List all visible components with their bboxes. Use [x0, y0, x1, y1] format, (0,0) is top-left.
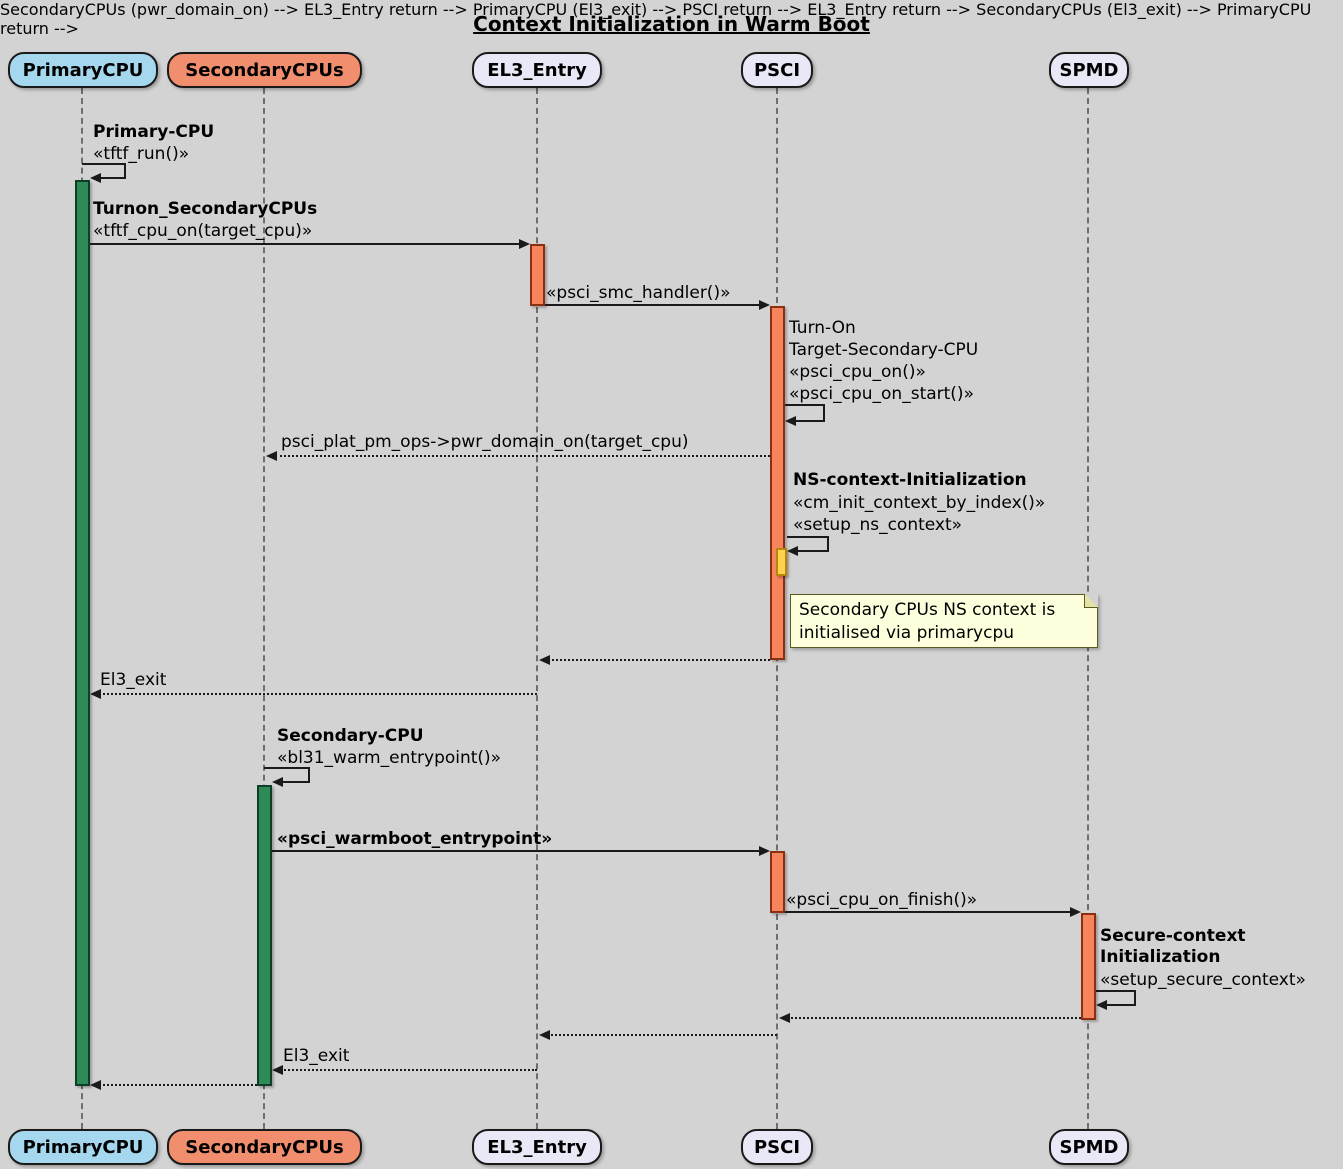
message-psci-cpu-on-finish-line — [785, 911, 1071, 913]
message-tftf-cpu-on-arrowhead-icon — [519, 239, 530, 249]
message-bl31-warm-entrypoint-title: Secondary-CPU — [277, 726, 424, 746]
note-ns-context: Secondary CPUs NS context is initialised… — [790, 594, 1098, 648]
participant-primarycpu-bottom: PrimaryCPU — [8, 1129, 158, 1165]
note-line2: initialised via primarycpu — [799, 623, 1015, 643]
activation-psci-2 — [770, 851, 785, 913]
participant-psci-bottom: PSCI — [741, 1129, 813, 1165]
message-el3-exit-primary-arrowhead-icon — [90, 689, 101, 699]
message-setup-secure-context-line-top — [1096, 990, 1136, 992]
message-psci-cpu-on-line-side — [823, 404, 825, 422]
message-setup-secure-context-line-bottom — [1105, 1004, 1136, 1006]
message-psci-smc-handler-line — [545, 304, 760, 306]
message-tftf-cpu-on-label: «tftf_cpu_on(target_cpu)» — [93, 221, 313, 241]
participant-el3-entry-bottom: EL3_Entry — [472, 1129, 602, 1165]
message-ns-context-init-line-side — [827, 536, 829, 552]
message-psci-cpu-on-finish-arrowhead-icon — [1070, 907, 1081, 917]
participant-primarycpu-top: PrimaryCPU — [8, 52, 158, 88]
message-psci-smc-handler-label: «psci_smc_handler()» — [546, 283, 731, 303]
message-el3-exit-secondary-line — [281, 1069, 537, 1071]
message-ns-context-init-line-top — [787, 536, 829, 538]
note-line1: Secondary CPUs NS context is — [799, 600, 1056, 620]
message-setup-secure-context-arrowhead-icon — [1096, 1000, 1107, 1010]
message-return-spmd-to-psci-line — [788, 1017, 1081, 1019]
message-psci-cpu-on-line1: Turn-On — [789, 318, 856, 338]
message-psci-cpu-on-line4: «psci_cpu_on_start()» — [789, 384, 974, 404]
message-tftf-run-arrowhead-icon — [90, 173, 101, 183]
message-pwr-domain-on-arrowhead-icon — [266, 451, 277, 461]
participant-spmd-bottom: SPMD — [1049, 1129, 1129, 1165]
lifeline-secondarycpus — [263, 88, 265, 1129]
activation-psci-ns-context — [776, 548, 787, 576]
message-return-psci-to-el3-2-line — [548, 1034, 777, 1036]
message-ns-context-init-line-bottom — [796, 550, 829, 552]
participant-secondarycpus-bottom: SecondaryCPUs — [167, 1129, 362, 1165]
message-el3-exit-primary-label: El3_exit — [100, 670, 167, 690]
message-tftf-run-label: «tftf_run()» — [93, 144, 190, 164]
message-psci-warmboot-entrypoint-line — [272, 850, 760, 852]
message-setup-secure-context-label: «setup_secure_context» — [1100, 970, 1306, 990]
participant-secondarycpus-top: SecondaryCPUs — [167, 52, 362, 88]
message-setup-secure-context-title1: Secure-context — [1100, 926, 1246, 946]
message-psci-cpu-on-finish-label: «psci_cpu_on_finish()» — [786, 890, 978, 910]
message-tftf-cpu-on-line — [90, 243, 521, 245]
message-return-secondary-to-primary-line — [99, 1084, 257, 1086]
message-psci-warmboot-entrypoint-arrowhead-icon — [759, 846, 770, 856]
message-return-psci-to-el3-arrowhead-icon — [539, 655, 550, 665]
activation-psci-1 — [770, 306, 785, 660]
activation-secondarycpus — [257, 785, 272, 1086]
message-psci-cpu-on-line-top — [785, 404, 825, 406]
message-bl31-warm-entrypoint-label: «bl31_warm_entrypoint()» — [277, 748, 502, 768]
lifeline-el3-entry — [536, 88, 538, 1129]
diagram-title: Context Initialization in Warm Boot — [473, 12, 870, 36]
message-tftf-run-line-top — [82, 163, 126, 165]
participant-psci-top: PSCI — [741, 52, 813, 88]
message-setup-secure-context-line-side — [1134, 990, 1136, 1006]
message-pwr-domain-on-line — [275, 455, 770, 457]
message-tftf-run-line-bottom — [99, 177, 126, 179]
activation-spmd — [1081, 913, 1096, 1020]
message-return-psci-to-el3-line — [548, 659, 770, 661]
message-psci-cpu-on-arrowhead-icon — [785, 416, 796, 426]
message-bl31-warm-entrypoint-line-top — [264, 767, 310, 769]
message-psci-warmboot-entrypoint-label: «psci_warmboot_entrypoint» — [277, 829, 553, 849]
message-ns-context-init-line2: «setup_ns_context» — [793, 515, 963, 535]
message-el3-exit-secondary-label: El3_exit — [283, 1046, 350, 1066]
message-ns-context-init-title: NS-context-Initialization — [793, 470, 1027, 490]
message-el3-exit-primary-line — [99, 693, 537, 695]
message-psci-cpu-on-line2: Target-Secondary-CPU — [789, 340, 979, 360]
message-tftf-cpu-on-title: Turnon_SecondaryCPUs — [93, 199, 318, 219]
message-bl31-warm-entrypoint-line-bottom — [281, 781, 310, 783]
message-tftf-run-line-side — [124, 163, 126, 179]
message-return-secondary-to-primary-arrowhead-icon — [90, 1080, 101, 1090]
activation-primarycpu — [75, 180, 90, 1086]
message-tftf-run-title: Primary-CPU — [93, 122, 215, 142]
message-bl31-warm-entrypoint-arrowhead-icon — [272, 777, 283, 787]
activation-el3-entry-1 — [530, 244, 545, 306]
participant-spmd-top: SPMD — [1049, 52, 1129, 88]
message-bl31-warm-entrypoint-line-side — [308, 767, 310, 783]
message-return-spmd-to-psci-arrowhead-icon — [779, 1013, 790, 1023]
message-psci-cpu-on-line3: «psci_cpu_on()» — [789, 362, 926, 382]
message-pwr-domain-on-label: psci_plat_pm_ops->pwr_domain_on(target_c… — [281, 432, 689, 452]
message-ns-context-init-arrowhead-icon — [787, 546, 798, 556]
message-setup-secure-context-title2: Initialization — [1100, 947, 1221, 967]
message-psci-cpu-on-line-bottom — [794, 420, 825, 422]
message-el3-exit-secondary-arrowhead-icon — [272, 1065, 283, 1075]
message-ns-context-init-line1: «cm_init_context_by_index()» — [793, 493, 1046, 513]
message-psci-smc-handler-arrowhead-icon — [759, 300, 770, 310]
note-fold-icon — [1084, 594, 1098, 608]
message-return-psci-to-el3-2-arrowhead-icon — [539, 1030, 550, 1040]
participant-el3-entry-top: EL3_Entry — [472, 52, 602, 88]
